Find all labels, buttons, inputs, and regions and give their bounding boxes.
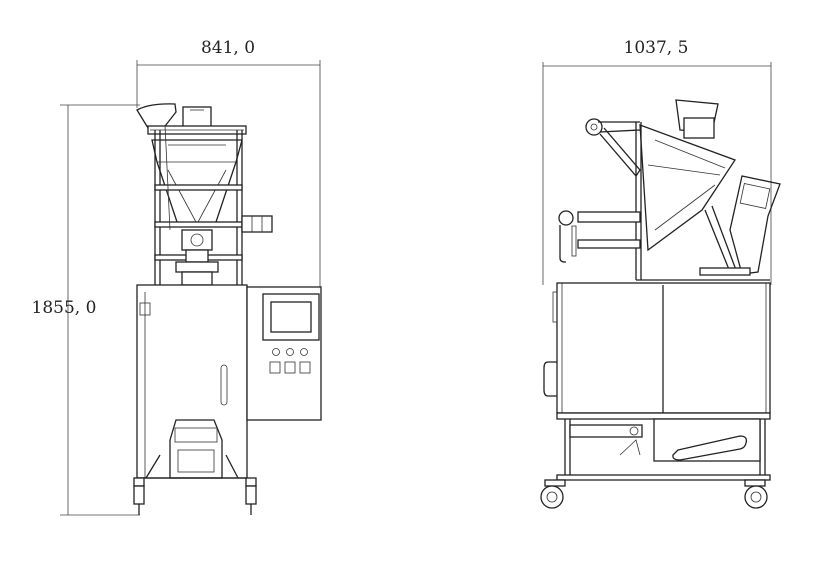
front-width-label: 841, 0 xyxy=(201,38,255,58)
side-width-label: 1037, 5 xyxy=(624,38,689,58)
side-width-dimension: 1037, 5 xyxy=(542,38,772,285)
side-view-machine xyxy=(540,99,781,509)
front-width-dimension: 841, 0 xyxy=(136,38,321,300)
front-view-machine xyxy=(133,103,322,515)
height-label: 1855, 0 xyxy=(32,298,97,318)
height-dimension: 1855, 0 xyxy=(32,104,140,516)
